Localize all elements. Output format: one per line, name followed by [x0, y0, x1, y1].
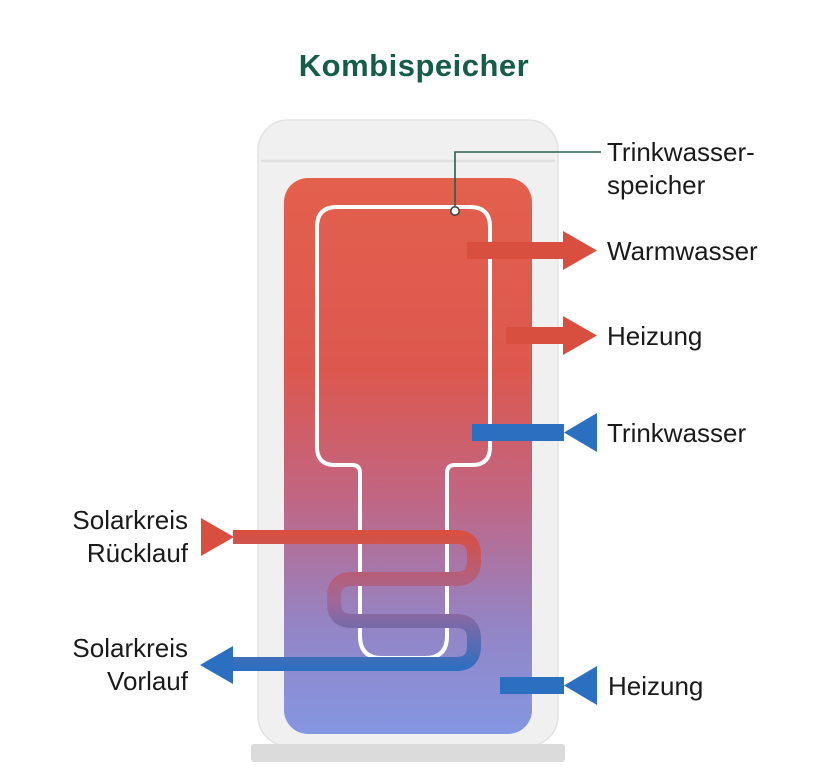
inner-tank-leader-line: [454, 151, 601, 206]
inner-tank-label: Trinkwasser- speicher: [607, 136, 755, 202]
inner-tank-label-line2: speicher: [607, 170, 706, 200]
heizung-bottom-arrowhead-icon: [564, 666, 597, 705]
warmwasser-arrow-bar: [467, 242, 564, 259]
warmwasser-arrowhead-icon: [563, 231, 597, 270]
tank-base: [251, 744, 565, 762]
solar-coil-pipe: [233, 530, 481, 671]
solarkreis-vorlauf-arrowhead-icon: [200, 646, 233, 684]
trinkwasser-arrowhead-icon: [564, 413, 597, 452]
inner-tank-label-line1: Trinkwasser-: [607, 137, 755, 167]
inner-tank-leader-dot: [449, 206, 460, 217]
heizung-top-label: Heizung: [607, 321, 703, 351]
heizung-top-arrowhead-icon: [563, 316, 597, 355]
solarkreis-vorlauf-label: Solarkreis Vorlauf: [28, 632, 188, 698]
solarkreis-vorlauf-label-line1: Solarkreis: [72, 633, 188, 663]
page-title: Kombispeicher: [298, 48, 530, 83]
warmwasser-label: Warmwasser: [607, 236, 758, 266]
solarkreis-ruecklauf-label-line2: Rücklauf: [86, 538, 188, 568]
trinkwasser-label: Trinkwasser: [607, 418, 747, 448]
solarkreis-ruecklauf-arrowhead-icon: [201, 518, 234, 556]
heizung-bottom-label: Heizung: [608, 671, 704, 701]
solarkreis-ruecklauf-label-line1: Solarkreis: [72, 505, 188, 535]
heizung-bottom-arrow-bar: [500, 677, 564, 694]
trinkwasser-arrow-bar: [472, 424, 564, 441]
solarkreis-vorlauf-label-line2: Vorlauf: [107, 666, 188, 696]
heizung-top-arrow-bar: [506, 327, 564, 344]
solarkreis-ruecklauf-label: Solarkreis Rücklauf: [28, 504, 188, 570]
